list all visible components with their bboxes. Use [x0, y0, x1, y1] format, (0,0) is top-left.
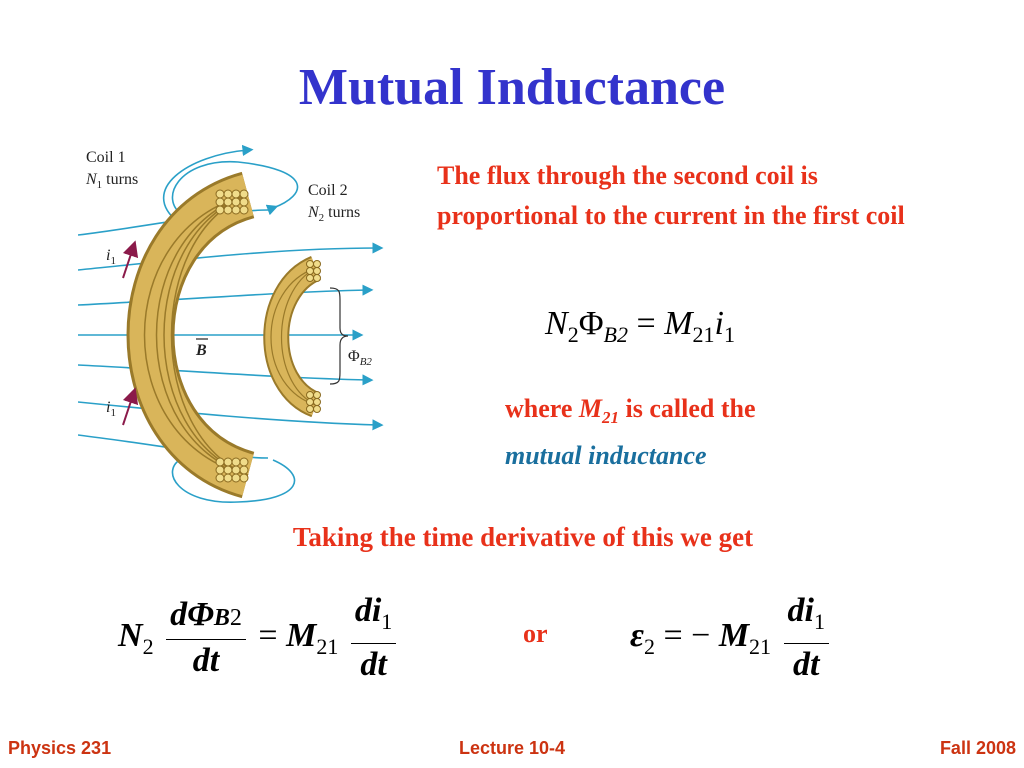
field-label: B [195, 342, 207, 359]
current-label-top: i1 [106, 247, 116, 267]
derivative-statement: Taking the time derivative of this we ge… [292, 522, 754, 552]
current-arrow-top [122, 240, 139, 279]
field-line [171, 457, 296, 503]
coil-2 [263, 256, 323, 418]
field-line [163, 144, 254, 223]
coil-2-label: Coil 2 [308, 182, 348, 199]
mutual-inductance-figure: Coil 1 N1 turns Coil 2 N2 turns i1 i1 B … [78, 144, 384, 503]
coil-1-label: Coil 1 [86, 149, 126, 166]
field-line [78, 242, 384, 271]
coil-2-turns: N2 turns [307, 204, 360, 224]
flux-brace [329, 287, 349, 385]
footer-term: Fall 2008 [939, 738, 1016, 758]
coil-1 [126, 171, 256, 499]
coil-1-turns: N1 turns [85, 171, 138, 191]
field-line [78, 284, 374, 306]
field-line [78, 401, 384, 431]
field-line [78, 364, 374, 386]
slide-title: Mutual Inductance [298, 59, 726, 116]
footer-lecture: Lecture 10-4 [458, 738, 566, 758]
current-arrow-bottom [122, 387, 139, 426]
field-line [171, 161, 299, 216]
footer-course: Physics 231 [8, 738, 112, 758]
or-text: or [523, 619, 548, 648]
current-label-bottom: i1 [106, 399, 116, 419]
flux-label: ΦB2 [348, 348, 372, 368]
flux-statement: The flux through the second coil is prop… [437, 161, 905, 230]
equation-flux-linkage: N2ΦB2 = M21i1 [545, 305, 735, 347]
mutual-inductance-definition: where M21 is called the mutual inductanc… [505, 394, 756, 471]
